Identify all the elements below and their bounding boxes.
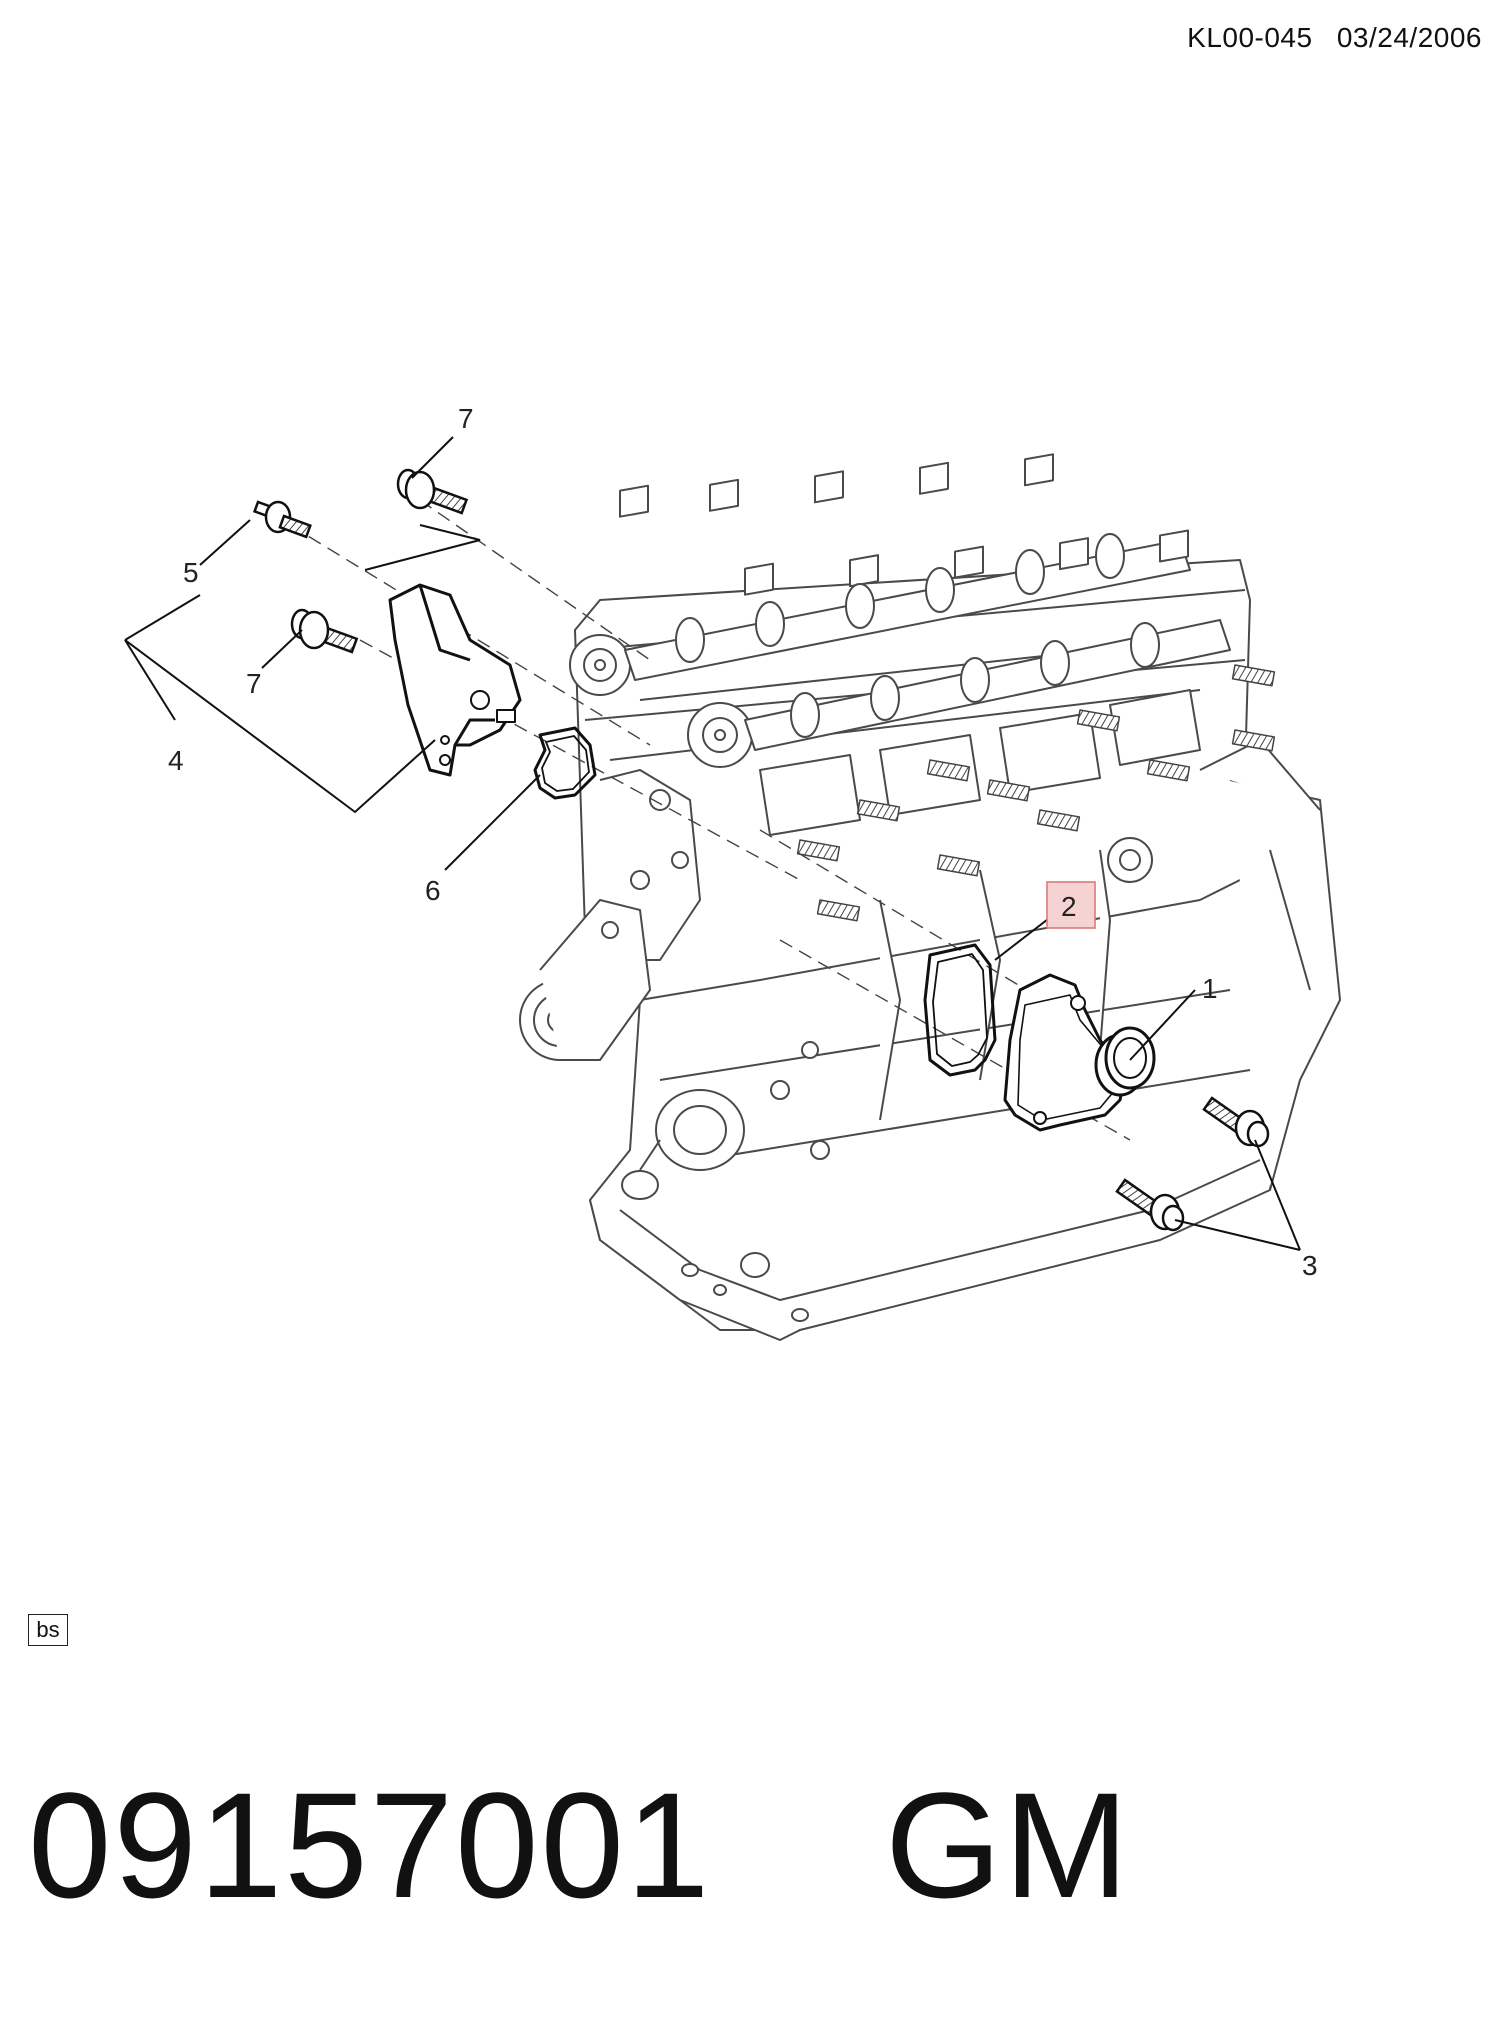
- leader-lines: [124, 436, 1301, 1251]
- bolt-7-lower: [290, 608, 359, 654]
- housing-cover: [1003, 973, 1156, 1132]
- cover-gasket: [923, 943, 997, 1077]
- engine-block-drawing: [519, 453, 1341, 1341]
- callout-2: 2: [1061, 891, 1077, 922]
- tensioner-gasket: [533, 726, 597, 800]
- part-number-line: 09157001 GM: [28, 1770, 1131, 1920]
- callout-7-upper: 7: [458, 403, 474, 434]
- drawing-header: KL00-045 03/24/2006: [1187, 22, 1482, 54]
- callout-5: 5: [183, 557, 199, 588]
- callout-3: 3: [1302, 1250, 1318, 1281]
- callout-4: 4: [168, 745, 184, 776]
- callout-1: 1: [1202, 973, 1218, 1004]
- bolt-7-upper: [396, 468, 469, 515]
- callout-7-lower: 7: [246, 668, 262, 699]
- part-number: 09157001: [28, 1761, 712, 1929]
- stud-5: [252, 500, 312, 539]
- callout-6: 6: [425, 875, 441, 906]
- callout-2-highlight: [1046, 881, 1096, 929]
- brand-name: GM: [885, 1761, 1131, 1929]
- bolt-3-lower: [1115, 1178, 1185, 1232]
- bs-tag: bs: [28, 1614, 68, 1646]
- drawing-date: 03/24/2006: [1336, 22, 1482, 53]
- drawing-code: KL00-045: [1187, 22, 1313, 53]
- tensioner-bracket: [388, 583, 522, 777]
